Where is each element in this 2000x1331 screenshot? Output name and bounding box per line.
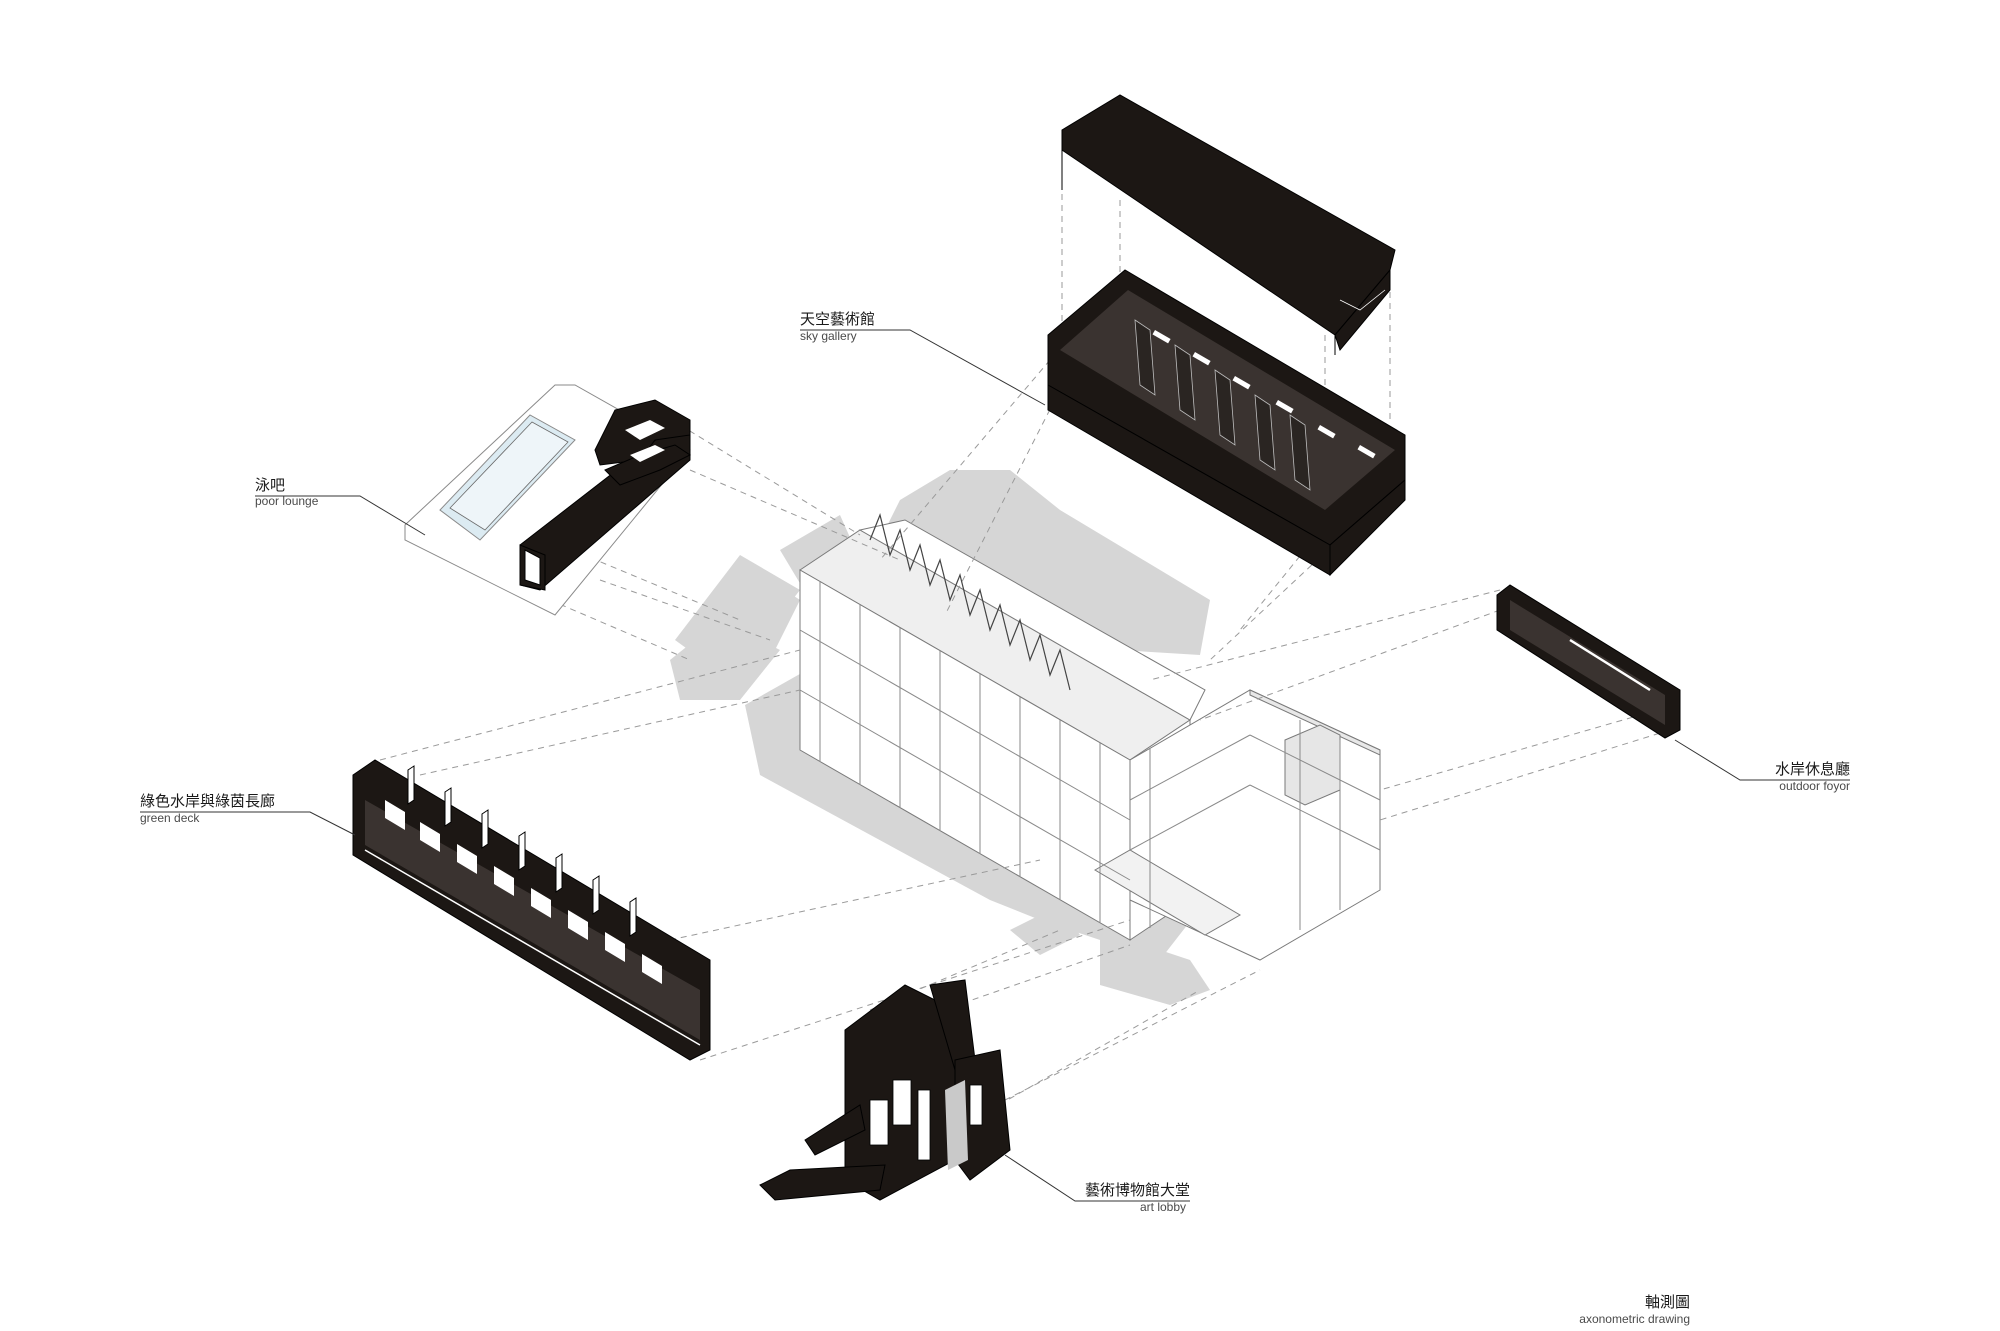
label-green-deck: 綠色水岸與綠茵長廊 green deck <box>140 792 356 836</box>
green-deck-component <box>352 759 711 1061</box>
drawing-title-en: axonometric drawing <box>1579 1312 1690 1326</box>
green-deck-en: green deck <box>140 811 200 825</box>
label-sky-gallery: 天空藝術館 sky gallery <box>800 310 1046 406</box>
label-pool-lounge: 泳吧 poor lounge <box>255 476 426 536</box>
art-lobby-en: art lobby <box>1140 1200 1186 1214</box>
art-lobby-zh: 藝術博物館大堂 <box>1085 1181 1190 1199</box>
main-building <box>799 519 1381 961</box>
green-deck-zh: 綠色水岸與綠茵長廊 <box>140 792 275 810</box>
pool-lounge-zh: 泳吧 <box>255 476 285 494</box>
art-lobby-component <box>759 979 1011 1201</box>
pool-lounge-component <box>404 384 691 616</box>
outdoor-foyer-en: outdoor foyor <box>1779 779 1850 793</box>
outdoor-foyer-zh: 水岸休息廳 <box>1775 760 1850 778</box>
outdoor-foyer-component <box>1496 584 1681 739</box>
drawing-title: 軸測圖 axonometric drawing <box>1579 1293 1690 1326</box>
sky-gallery-zh: 天空藝術館 <box>800 310 875 328</box>
pool-deck-shadow <box>675 555 800 680</box>
roof-sawtooth <box>869 513 1071 691</box>
sky-gallery-en: sky gallery <box>800 329 857 343</box>
sky-gallery-component <box>1047 269 1406 577</box>
label-outdoor-foyer: 水岸休息廳 outdoor foyor <box>1674 739 1850 793</box>
facade-grid <box>799 582 1381 930</box>
label-art-lobby: 藝術博物館大堂 art lobby <box>1004 1154 1190 1214</box>
drawing-title-zh: 軸測圖 <box>1645 1293 1690 1311</box>
pool-lounge-en: poor lounge <box>255 494 319 508</box>
roof-component <box>1061 94 1396 355</box>
